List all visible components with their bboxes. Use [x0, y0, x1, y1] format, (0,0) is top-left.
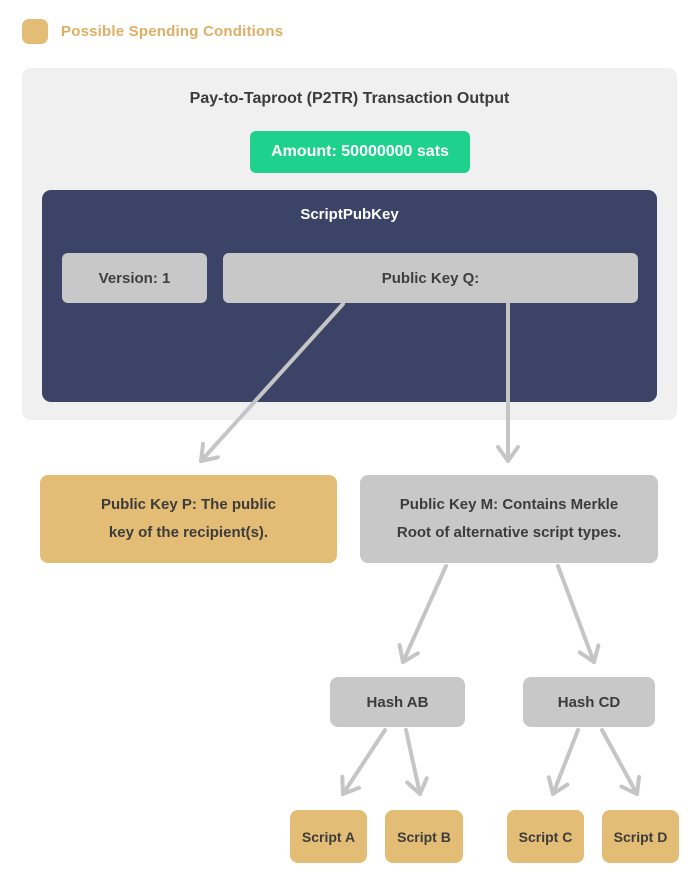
script-d-node: Script D: [602, 810, 679, 863]
public-key-q-field: Public Key Q:: [223, 253, 638, 303]
public-key-m-line2: Root of alternative script types.: [396, 524, 622, 541]
script-a-node: Script A: [290, 810, 367, 863]
legend-label: Possible Spending Conditions: [61, 23, 284, 40]
arrow-m-to-hash-ab: [397, 564, 448, 664]
public-key-p-line2: key of the recipient(s).: [108, 524, 269, 541]
legend: Possible Spending Conditions: [22, 19, 283, 44]
scriptpubkey-title: ScriptPubKey: [300, 206, 399, 223]
amount-badge: Amount: 50000000 sats: [250, 131, 470, 173]
spending-conditions-swatch-icon: [22, 19, 48, 44]
arrow-cd-to-script-c: [546, 728, 580, 796]
scriptpubkey-box: ScriptPubKey Version: 1 Public Key Q:: [42, 190, 657, 402]
arrow-ab-to-script-b: [404, 728, 429, 796]
arrow-cd-to-script-d: [600, 728, 642, 796]
public-key-p-node: Public Key P: The public key of the reci…: [40, 475, 337, 563]
version-field: Version: 1: [62, 253, 207, 303]
hash-cd-node: Hash CD: [523, 677, 655, 727]
transaction-output-panel: Pay-to-Taproot (P2TR) Transaction Output…: [22, 68, 677, 420]
arrow-m-to-hash-cd: [556, 564, 601, 664]
public-key-m-line1: Public Key M: Contains Merkle: [399, 496, 619, 513]
panel-title: Pay-to-Taproot (P2TR) Transaction Output: [189, 90, 510, 107]
public-key-m-node: Public Key M: Contains Merkle Root of al…: [360, 475, 658, 563]
script-b-node: Script B: [385, 810, 463, 863]
hash-ab-node: Hash AB: [330, 677, 465, 727]
script-c-node: Script C: [507, 810, 584, 863]
arrow-ab-to-script-a: [340, 728, 387, 796]
public-key-p-line1: Public Key P: The public: [100, 496, 277, 513]
